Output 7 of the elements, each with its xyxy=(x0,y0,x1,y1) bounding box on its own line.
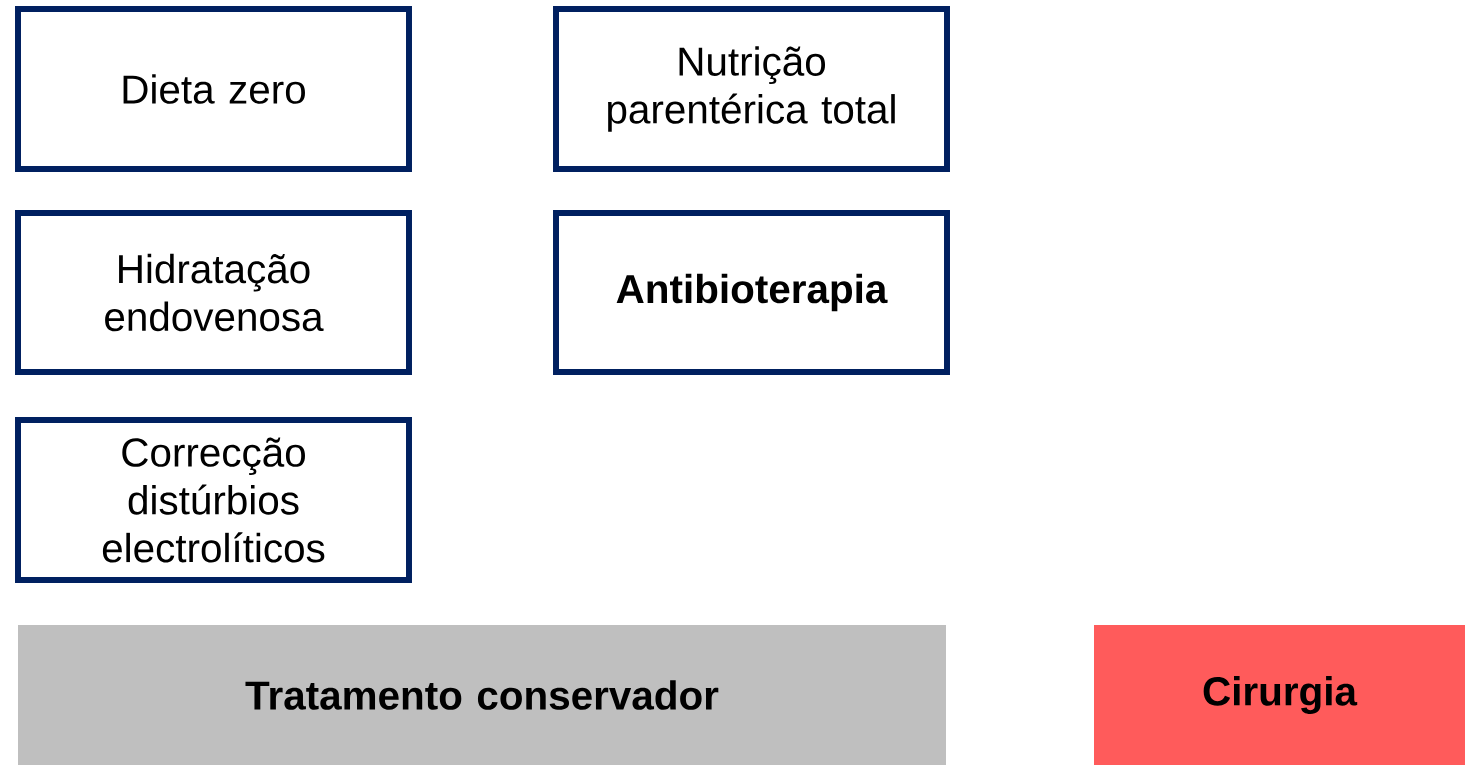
process-box: Dieta zero xyxy=(15,6,412,172)
treatment-band: Tratamento conservador xyxy=(18,625,946,765)
process-box: Hidratação endovenosa xyxy=(15,210,412,375)
process-box: Nutrição parentérica total xyxy=(553,6,950,172)
treatment-band: Cirurgia xyxy=(1094,625,1465,765)
process-box: Correcção distúrbios electrolíticos xyxy=(15,417,412,583)
process-box: Antibioterapia xyxy=(553,210,950,375)
